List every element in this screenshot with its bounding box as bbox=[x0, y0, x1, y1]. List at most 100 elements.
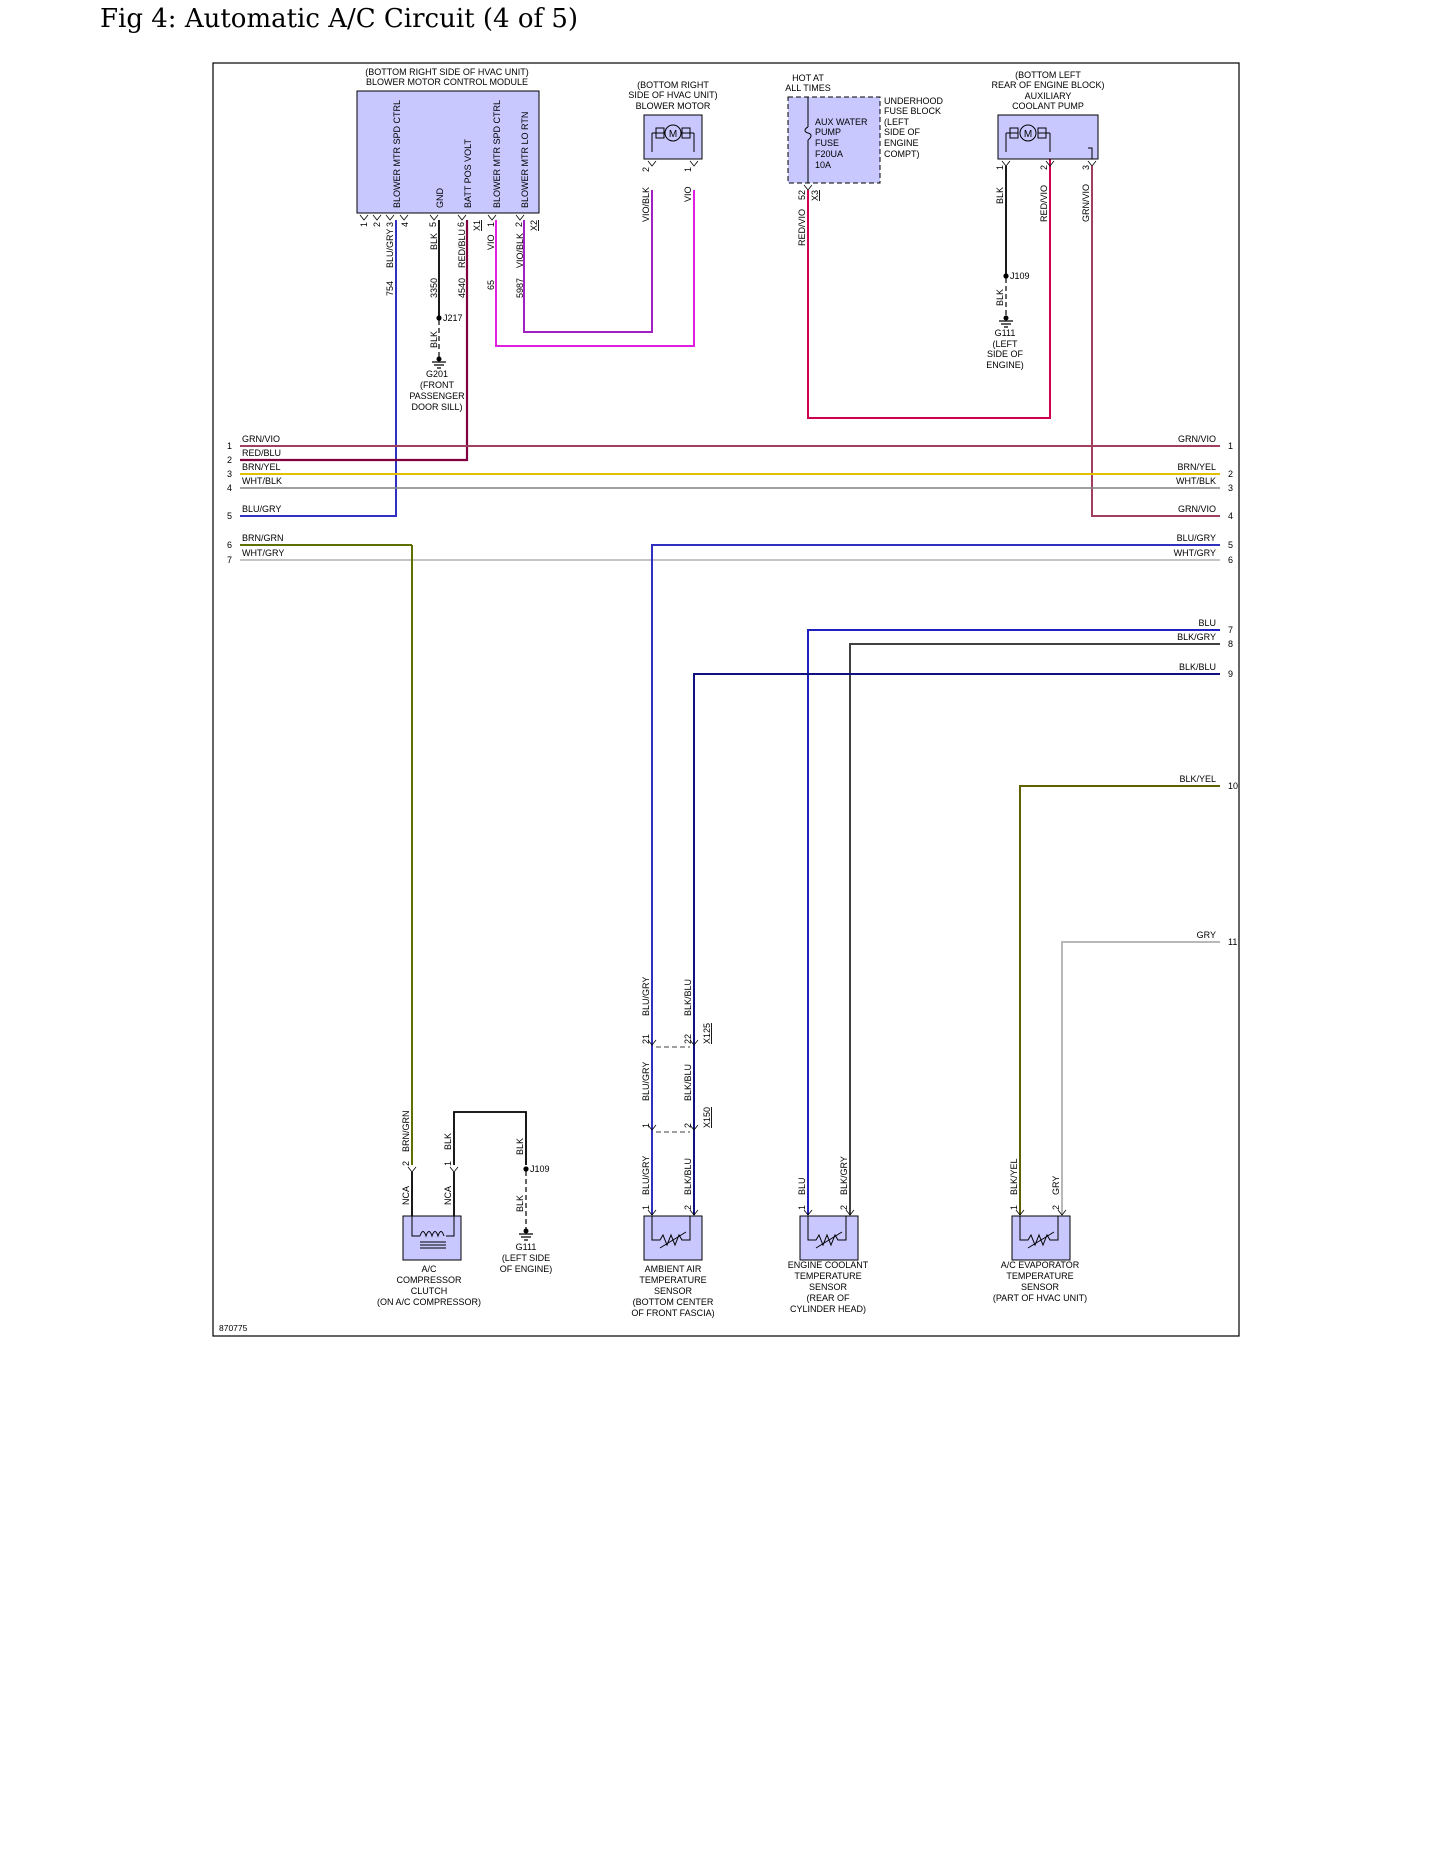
connector-x2-label: X2 bbox=[529, 220, 539, 231]
svg-text:COMPRESSOR: COMPRESSOR bbox=[396, 1275, 462, 1285]
svg-text:SENSOR: SENSOR bbox=[1021, 1282, 1060, 1292]
left-bus-labels: 1 GRN/VIO 2 RED/BLU 3 BRN/YEL 4 WHT/BLK … bbox=[227, 434, 284, 565]
svg-text:2: 2 bbox=[1039, 165, 1049, 170]
junction-j109-top bbox=[1003, 273, 1009, 279]
blower-motor-pin-1: 1 bbox=[683, 167, 693, 172]
svg-text:7: 7 bbox=[227, 555, 232, 565]
svg-text:AUXILIARY: AUXILIARY bbox=[1025, 91, 1072, 101]
svg-text:7: 7 bbox=[1228, 625, 1233, 635]
junction-j217 bbox=[436, 315, 442, 321]
svg-text:FUSE: FUSE bbox=[815, 138, 839, 148]
blower-motor-symbol: M bbox=[651, 124, 695, 152]
ground-g111-bottom-label: G111 (LEFT SIDE OF ENGINE) bbox=[500, 1242, 553, 1274]
evap-sensor-label: A/C EVAPORATOR TEMPERATURE SENSOR (PART … bbox=[993, 1260, 1087, 1303]
blower-control-location: (BOTTOM RIGHT SIDE OF HVAC UNIT) bbox=[365, 67, 529, 77]
svg-text:TEMPERATURE: TEMPERATURE bbox=[639, 1275, 706, 1285]
svg-text:SIDE OF: SIDE OF bbox=[884, 127, 921, 137]
svg-text:J109: J109 bbox=[530, 1164, 550, 1174]
svg-text:4: 4 bbox=[400, 222, 410, 227]
svg-text:1: 1 bbox=[995, 165, 1005, 170]
blower-control-pin-label-2: GND bbox=[435, 188, 445, 209]
svg-text:4540: 4540 bbox=[457, 278, 467, 298]
g201-wire-label: BLK bbox=[429, 331, 439, 348]
svg-text:FUSE BLOCK: FUSE BLOCK bbox=[884, 106, 941, 116]
connector-x150-label: X150 bbox=[702, 1107, 712, 1128]
fuse-connector-x3: X3 bbox=[810, 190, 820, 201]
svg-text:6: 6 bbox=[456, 222, 466, 227]
svg-text:1: 1 bbox=[641, 1205, 651, 1210]
svg-text:BLK: BLK bbox=[995, 187, 1005, 204]
underhood-fuse-block bbox=[787, 96, 881, 184]
svg-text:BLK: BLK bbox=[443, 1133, 453, 1150]
svg-text:1: 1 bbox=[1009, 1205, 1019, 1210]
svg-text:AMBIENT AIR: AMBIENT AIR bbox=[645, 1264, 702, 1274]
svg-text:2: 2 bbox=[839, 1205, 849, 1210]
svg-text:(LEFT: (LEFT bbox=[992, 339, 1018, 349]
svg-text:(BOTTOM LEFT: (BOTTOM LEFT bbox=[1015, 70, 1081, 80]
svg-text:ENGINE COOLANT: ENGINE COOLANT bbox=[788, 1260, 869, 1270]
svg-text:BLU/GRY: BLU/GRY bbox=[242, 504, 281, 514]
blower-control-pin-label-5: BLOWER MTR LO RTN bbox=[520, 112, 530, 208]
svg-text:M: M bbox=[1024, 129, 1032, 140]
wire-4540-red-blu bbox=[240, 220, 469, 462]
engine-coolant-temp-sensor bbox=[799, 1215, 859, 1261]
ac-evaporator-temp-sensor bbox=[1011, 1215, 1071, 1261]
svg-text:BLK/GRY: BLK/GRY bbox=[839, 1156, 849, 1195]
blower-motor-label: (BOTTOM RIGHT SIDE OF HVAC UNIT) BLOWER … bbox=[628, 80, 717, 111]
ground-g201-label: G201 (FRONT PASSENGER DOOR SILL) bbox=[409, 369, 465, 412]
blower-control-wire-labels: BLU/GRY BLK RED/BLU VIO VIO/BLK 754 3350… bbox=[385, 229, 525, 298]
diagram-frame bbox=[212, 62, 1240, 1337]
svg-text:GRN/VIO: GRN/VIO bbox=[1081, 184, 1091, 222]
svg-text:5: 5 bbox=[1228, 540, 1233, 550]
wire-5987-vio-blk bbox=[523, 190, 653, 333]
svg-text:WHT/BLK: WHT/BLK bbox=[1176, 476, 1216, 486]
svg-text:BLK/GRY: BLK/GRY bbox=[1177, 632, 1216, 642]
coolant-sensor-label: ENGINE COOLANT TEMPERATURE SENSOR (REAR … bbox=[788, 1260, 869, 1314]
svg-text:BLK: BLK bbox=[515, 1195, 525, 1212]
svg-text:(FRONT: (FRONT bbox=[420, 380, 454, 390]
svg-text:BRN/YEL: BRN/YEL bbox=[1177, 462, 1216, 472]
svg-text:4: 4 bbox=[227, 483, 232, 493]
svg-text:BLU: BLU bbox=[797, 1177, 807, 1195]
svg-text:GRN/VIO: GRN/VIO bbox=[242, 434, 280, 444]
evap-thermistor-symbol bbox=[1019, 1216, 1059, 1249]
svg-text:J109: J109 bbox=[1010, 271, 1030, 281]
blower-motor-wire-vio: VIO bbox=[683, 186, 693, 202]
svg-text:PASSENGER: PASSENGER bbox=[409, 391, 465, 401]
svg-text:ENGINE: ENGINE bbox=[884, 138, 919, 148]
svg-text:SIDE OF HVAC UNIT): SIDE OF HVAC UNIT) bbox=[628, 90, 717, 100]
blower-control-name: BLOWER MOTOR CONTROL MODULE bbox=[366, 77, 528, 87]
svg-text:BLU/GRY: BLU/GRY bbox=[1177, 533, 1216, 543]
wire-65-vio bbox=[495, 190, 695, 347]
svg-text:BLK: BLK bbox=[995, 289, 1005, 306]
ground-g201-symbol bbox=[432, 361, 446, 369]
aux-pump-symbol: M bbox=[1005, 124, 1093, 159]
svg-text:SIDE OF: SIDE OF bbox=[987, 349, 1024, 359]
fuse-wire-red-vio: RED/VIO bbox=[797, 209, 807, 246]
svg-text:2: 2 bbox=[1228, 469, 1233, 479]
svg-text:1: 1 bbox=[641, 1123, 651, 1128]
svg-text:(LEFT: (LEFT bbox=[884, 117, 910, 127]
svg-text:2: 2 bbox=[1051, 1205, 1061, 1210]
svg-text:A/C: A/C bbox=[421, 1264, 437, 1274]
svg-text:(LEFT SIDE: (LEFT SIDE bbox=[502, 1253, 550, 1263]
svg-text:OF FRONT FASCIA): OF FRONT FASCIA) bbox=[631, 1308, 714, 1318]
hot-label-2: ALL TIMES bbox=[785, 83, 831, 93]
blower-motor-pin-2: 2 bbox=[641, 167, 651, 172]
svg-text:GRY: GRY bbox=[1197, 930, 1216, 940]
junction-j109-bottom bbox=[523, 1166, 529, 1172]
svg-text:1: 1 bbox=[359, 222, 369, 227]
svg-text:VIO/BLK: VIO/BLK bbox=[515, 233, 525, 268]
svg-text:BLK/BLU: BLK/BLU bbox=[683, 1064, 693, 1101]
svg-text:G111: G111 bbox=[995, 328, 1016, 338]
svg-text:BLU/GRY: BLU/GRY bbox=[641, 1062, 651, 1101]
svg-text:(ON A/C COMPRESSOR): (ON A/C COMPRESSOR) bbox=[377, 1297, 481, 1307]
svg-text:2: 2 bbox=[683, 1123, 693, 1128]
junction-j217-label: J217 bbox=[443, 313, 463, 323]
wire-754-blu-gry bbox=[240, 220, 397, 517]
svg-text:WHT/GRY: WHT/GRY bbox=[242, 548, 284, 558]
svg-text:3: 3 bbox=[1228, 483, 1233, 493]
svg-text:OF ENGINE): OF ENGINE) bbox=[500, 1264, 553, 1274]
svg-text:1: 1 bbox=[443, 1161, 453, 1166]
